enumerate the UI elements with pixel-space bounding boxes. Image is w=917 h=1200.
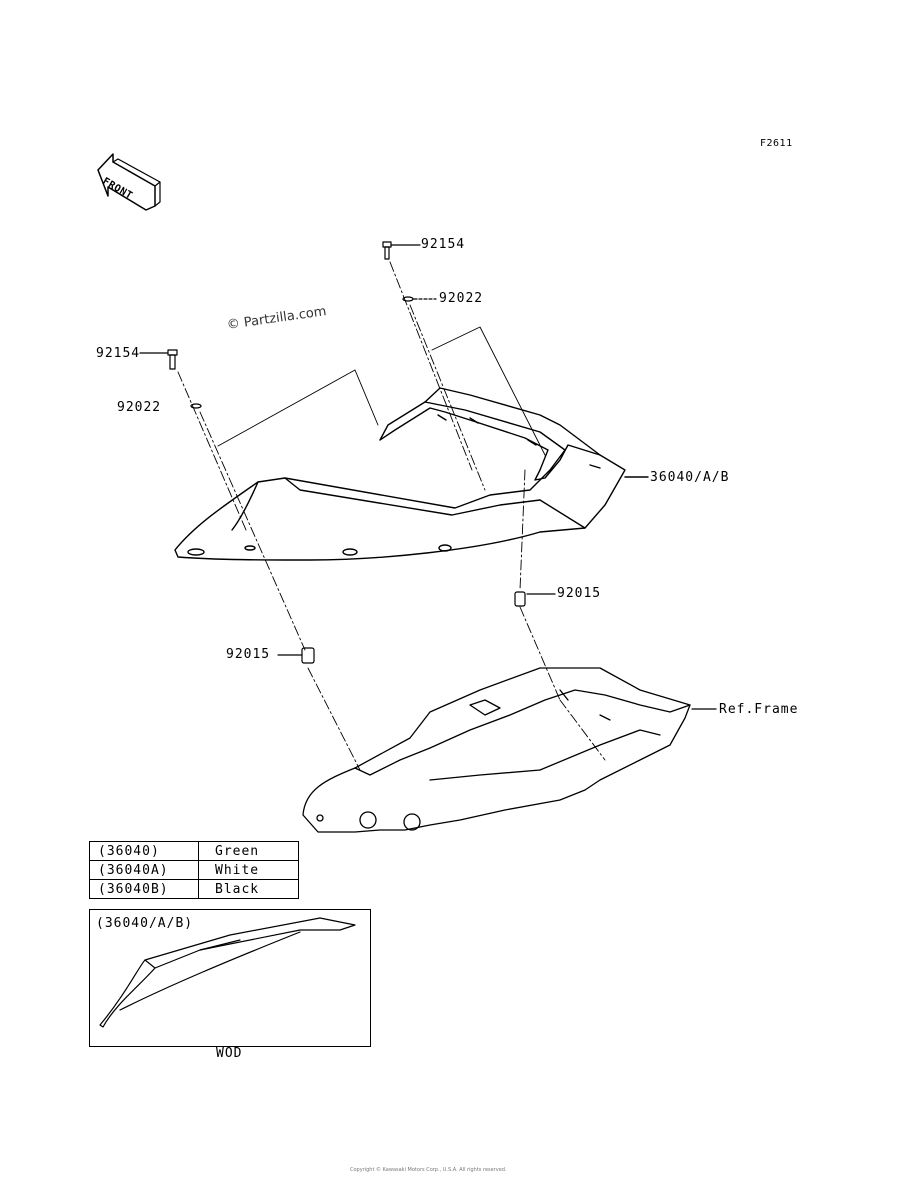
table-row: (36040) Green bbox=[89, 841, 299, 861]
washer-icon-left bbox=[190, 403, 202, 409]
collar-icon-right bbox=[514, 591, 556, 607]
callout-collar-left: 92015 bbox=[226, 647, 271, 662]
table-row: (36040B) Black bbox=[89, 879, 299, 899]
inset-seat-cover-part bbox=[99, 917, 356, 1028]
rear-frame-part bbox=[302, 667, 717, 833]
table-row: (36040A) White bbox=[89, 860, 299, 880]
part-color: Black bbox=[198, 879, 299, 899]
inset-caption: WOD bbox=[216, 1046, 243, 1061]
bolt-icon-right bbox=[382, 241, 421, 260]
part-color: White bbox=[198, 860, 299, 880]
callout-bolt-left: 92154 bbox=[96, 346, 141, 361]
front-arrow-icon bbox=[97, 153, 161, 211]
assembly-lines bbox=[177, 261, 606, 771]
bracket-lines bbox=[217, 326, 546, 456]
part-color: Green bbox=[198, 841, 299, 861]
bolt-icon-left bbox=[139, 349, 178, 370]
part-code: (36040A) bbox=[89, 860, 199, 880]
collar-icon-left bbox=[277, 647, 315, 664]
inset-title: (36040/A/B) bbox=[96, 916, 194, 931]
figure-code: F2611 bbox=[760, 138, 793, 149]
part-code: (36040) bbox=[89, 841, 199, 861]
callout-washer-right: 92022 bbox=[439, 291, 484, 306]
callout-collar-right: 92015 bbox=[557, 586, 602, 601]
color-table: (36040) Green (36040A) White (36040B) Bl… bbox=[89, 841, 299, 899]
callout-bolt-right: 92154 bbox=[421, 237, 466, 252]
callout-seat-cover: 36040/A/B bbox=[650, 470, 730, 485]
callout-frame-ref: Ref.Frame bbox=[719, 702, 799, 717]
copyright-footer: Copyright © Kawasaki Motors Corp., U.S.A… bbox=[350, 1167, 507, 1173]
callout-washer-left: 92022 bbox=[117, 400, 162, 415]
seat-cover-part bbox=[174, 387, 649, 561]
washer-icon-right bbox=[402, 296, 437, 302]
inset-box: (36040/A/B) bbox=[89, 909, 371, 1047]
part-code: (36040B) bbox=[89, 879, 199, 899]
